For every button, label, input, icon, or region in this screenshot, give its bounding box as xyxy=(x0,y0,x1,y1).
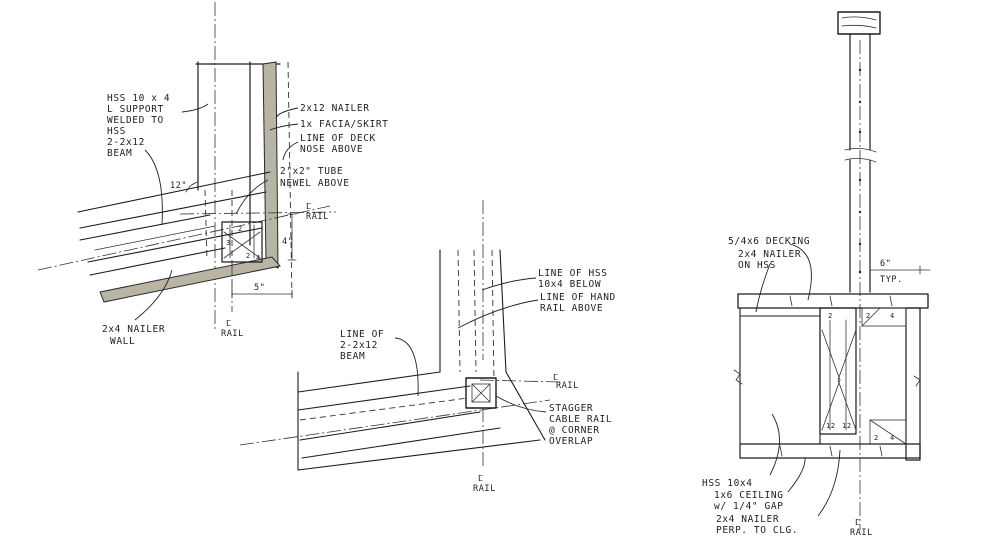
hss-support-label: L SUPPORT xyxy=(107,104,164,115)
rail-label: RAIL xyxy=(850,528,873,538)
perp-nailer-label: PERP. TO CLG. xyxy=(716,525,798,536)
rail-symbol-label: ⵎ xyxy=(226,319,232,329)
rail-symbol-label: ⵎ xyxy=(306,202,312,212)
cable-rail-label: STAGGER xyxy=(549,403,593,414)
hand-rail-label: RAIL ABOVE xyxy=(540,303,603,314)
centerline-diagonal xyxy=(37,205,331,271)
detail-right-section: 6" TYP. 2 2 4 12 12 2 4 xyxy=(702,11,931,538)
newel-label: NEWEL ABOVE xyxy=(280,178,350,189)
deck-nose-label: NOSE ABOVE xyxy=(300,144,363,155)
hss-label: HSS 10x4 xyxy=(702,478,753,489)
wall-nailer-label: WALL xyxy=(110,336,135,347)
decking xyxy=(737,293,929,309)
dimension-label: TYP. xyxy=(880,275,903,285)
newel-label: 2"x2" TUBE xyxy=(280,166,343,177)
hand-rail-label: LINE OF HAND xyxy=(540,292,616,303)
post-mark: 4 xyxy=(890,312,895,320)
hss-nailer-label: 2x4 NAILER xyxy=(738,249,801,260)
post-mark: 2 xyxy=(238,225,243,233)
angle-label: 12" xyxy=(170,181,187,191)
rail-label: RAIL xyxy=(556,381,579,391)
beam-label: BEAM xyxy=(107,148,132,159)
post-mark: 2 xyxy=(246,252,251,260)
post-mark: 2 xyxy=(874,434,879,442)
ceiling-label: 1x6 CEILING xyxy=(714,490,784,501)
wall-nailer-shading xyxy=(99,256,281,303)
hss-support-label: HSS xyxy=(107,126,126,137)
post-mark: 2 xyxy=(828,312,833,320)
hss-below-label: 10x4 BELOW xyxy=(538,279,601,290)
fascia-label: 1x FACIA/SKIRT xyxy=(300,119,388,130)
post-mark: 3 xyxy=(226,239,231,247)
deck-nose-label: LINE OF DECK xyxy=(300,133,376,144)
cable-rail-label: OVERLAP xyxy=(549,436,593,447)
detail-middle-corner-plan: ⵎ RAIL ⵎ RAIL LINE OF HSS 10x4 BELOW LIN… xyxy=(239,200,616,494)
wall-nailer-label: 2x4 NAILER xyxy=(102,324,165,335)
post-mark: 12 xyxy=(842,422,852,430)
beam-line-label: LINE OF xyxy=(340,329,384,340)
ceiling-board xyxy=(739,443,921,459)
decking-label: 5/4x6 DECKING xyxy=(728,236,810,247)
beam-label: 2-2x12 xyxy=(107,137,145,148)
rail-symbol-label: ⵎ xyxy=(553,373,559,383)
nailer-label: 2x12 NAILER xyxy=(300,103,370,114)
hss-post xyxy=(465,377,497,409)
hss-support-label: HSS 10 x 4 xyxy=(107,93,170,104)
hss-support-label: WELDED TO xyxy=(107,115,164,126)
cable-rail-label: CABLE RAIL xyxy=(549,414,612,425)
fascia-shading xyxy=(262,61,279,269)
rail-symbol-label: ⵎ xyxy=(855,518,861,528)
rail-symbol-label: ⵎ xyxy=(478,474,484,484)
hss-section xyxy=(739,315,821,445)
post-mark: 12 xyxy=(826,422,836,430)
top-rail-cap xyxy=(837,11,881,35)
cable-rail-label: @ CORNER xyxy=(549,425,600,436)
beam-line-label: BEAM xyxy=(340,351,365,362)
ceiling-label: w/ 1/4" GAP xyxy=(714,501,784,512)
post-mark: 2 xyxy=(866,312,871,320)
dimension-label: 5" xyxy=(254,283,265,293)
post-mark: 4 xyxy=(890,434,895,442)
detail-left-corner-plan: 2 3 2 4 12" ⵎ RAIL 4" 5" ⵎ RAIL HSS 10 xyxy=(37,2,388,347)
beam-line-label: 2-2x12 xyxy=(340,340,378,351)
rail-label: RAIL xyxy=(306,212,329,222)
rail-label: RAIL xyxy=(221,329,244,339)
hss-nailer-label: ON HSS xyxy=(738,260,776,271)
post-mark: 4 xyxy=(256,254,261,262)
hss-below-label: LINE OF HSS xyxy=(538,268,608,279)
dimension-label: 4" xyxy=(282,237,293,247)
dimension-label: 6" xyxy=(880,259,891,269)
rail-label: RAIL xyxy=(473,484,496,494)
perp-nailer-label: 2x4 NAILER xyxy=(716,514,779,525)
